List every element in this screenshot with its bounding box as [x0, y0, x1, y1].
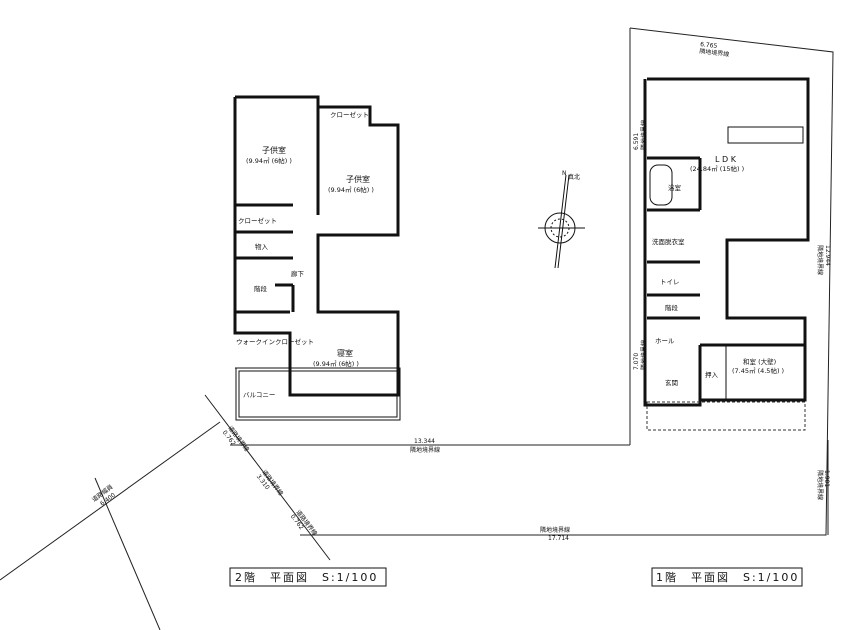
room-closet-left: クローゼット — [238, 216, 277, 225]
room-washitsu-name: 和室 (大壁) — [743, 357, 776, 366]
svg-text:17.714: 17.714 — [548, 535, 569, 542]
room-bedroom-area: (9.94㎡ (6帖) ) — [313, 359, 359, 368]
room-balcony: バルコニー — [243, 391, 275, 399]
room-stairs: 階段 — [254, 284, 268, 293]
svg-text:N: N — [562, 170, 567, 177]
boundary-label-bottom: 隣地境界線 17.714 — [540, 526, 570, 542]
room-walkin-closet: ウォークインクローゼット — [236, 337, 314, 346]
svg-text:隣地境界線: 隣地境界線 — [410, 446, 440, 454]
svg-text:7.070: 7.070 — [633, 353, 640, 370]
floor2-title: 2階 平面図 S:1/100 — [229, 567, 387, 587]
boundary-label-top: 6.765 隣地境界線 — [699, 41, 730, 58]
svg-text:隣地境界線: 隣地境界線 — [816, 470, 824, 500]
road-boundary-label-2: 道路境界線 3.310 — [255, 468, 285, 497]
svg-text:隣地境界線: 隣地境界線 — [540, 526, 570, 534]
boundary-label-middle: 13.344 隣地境界線 — [410, 438, 440, 454]
room-closet-top: クローゼット — [330, 110, 369, 119]
svg-text:6.765: 6.765 — [700, 41, 718, 50]
road-width-label: 道路幅員 6.400 — [90, 483, 117, 508]
site-boundary-lines — [0, 27, 834, 630]
room-kids2-name: 子供室 — [346, 174, 370, 184]
svg-text:2階 平面図 S:1/100: 2階 平面図 S:1/100 — [235, 570, 378, 584]
svg-text:6.591: 6.591 — [633, 133, 640, 150]
svg-text:1階 平面図 S:1/100: 1階 平面図 S:1/100 — [656, 570, 799, 584]
svg-text:12.944: 12.944 — [824, 245, 831, 266]
north-compass: N 真北 — [538, 170, 585, 269]
room-ldk-area: (24.84㎡ (15帖) ) — [690, 164, 744, 173]
svg-text:隣地境界線: 隣地境界線 — [816, 245, 824, 275]
road-boundary-label-3: 道路境界線 0.762 — [289, 508, 319, 537]
room-stairs-1f: 階段 — [665, 303, 679, 312]
boundary-label-right: 隣地境界線 12.944 — [816, 245, 831, 275]
floor1-plan: L D K (24.84㎡ (15帖) ) 浴室 洗面脱衣室 トイレ 階段 ホー… — [643, 77, 810, 431]
room-storage: 物入 — [255, 242, 269, 251]
room-kids1-name: 子供室 — [262, 145, 286, 155]
floor2-plan: 子供室 (9.94㎡ (6帖) ) 子供室 (9.94㎡ (6帖) ) クローゼ… — [233, 95, 401, 421]
room-entrance: 玄関 — [665, 378, 678, 387]
room-kids1-area: (9.94㎡ (6帖) ) — [246, 156, 292, 165]
room-hallway: 廊下 — [291, 269, 305, 278]
boundary-label-right-lower: 隣地境界線 1.901 — [816, 470, 830, 500]
room-kids2-area: (9.94㎡ (6帖) ) — [328, 185, 374, 194]
svg-text:13.344: 13.344 — [414, 438, 435, 445]
room-ldk-name: L D K — [715, 155, 737, 164]
room-toilet: トイレ — [660, 278, 680, 286]
room-hall: ホール — [655, 337, 675, 345]
floor1-title: 1階 平面図 S:1/100 — [651, 567, 803, 587]
room-oshiire: 押入 — [705, 370, 719, 379]
svg-text:隣地境界線: 隣地境界線 — [699, 47, 730, 58]
room-bedroom-name: 寝室 — [337, 348, 353, 358]
room-washroom: 洗面脱衣室 — [652, 237, 685, 246]
svg-text:真北: 真北 — [568, 173, 580, 181]
svg-text:1.901: 1.901 — [823, 470, 830, 487]
room-washitsu-area: (7.45㎡ (4.5帖) ) — [732, 366, 784, 375]
room-bath: 浴室 — [668, 183, 682, 192]
road-boundary-label-1: 道路境界線 0.762 — [221, 424, 251, 453]
